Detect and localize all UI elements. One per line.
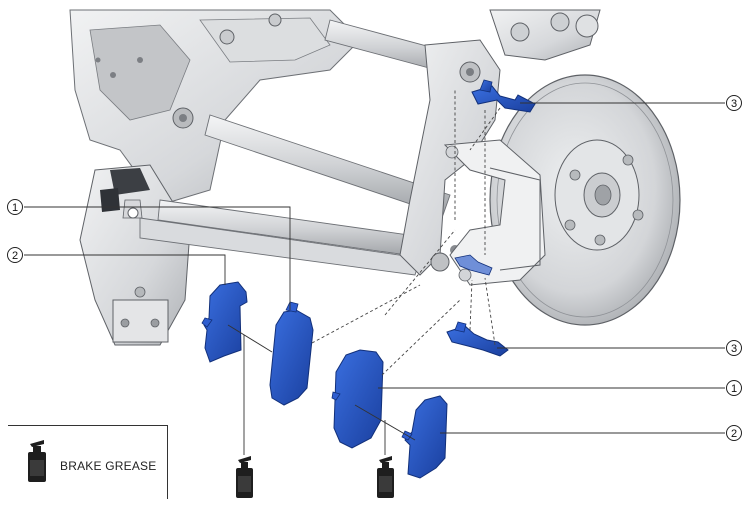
callout-2-left: 2 — [12, 250, 18, 262]
brake-pad-icon — [269, 301, 314, 406]
grease-can-icon — [236, 456, 253, 498]
callout-circles — [7, 95, 742, 441]
clip-icon — [471, 79, 536, 113]
legend-label: BRAKE GREASE — [60, 459, 157, 473]
brake-pad-right — [331, 349, 384, 449]
subframe-upper — [69, 9, 361, 206]
callout-numbers: 1 2 3 3 1 2 — [12, 98, 737, 440]
clip-lower-loose — [446, 321, 509, 357]
caliper-bracket — [443, 139, 546, 286]
lateral-link-lower — [139, 199, 431, 276]
shim-icon — [201, 281, 248, 363]
grease-can-right — [377, 456, 394, 498]
legend-grease-can — [28, 440, 46, 482]
legend-frame — [8, 425, 168, 499]
shim-right — [401, 395, 448, 479]
upper-arm-bushing — [489, 9, 601, 61]
callout-3-mid: 3 — [731, 343, 737, 355]
callout-2-right: 2 — [731, 428, 737, 440]
callout-1-left: 1 — [12, 202, 18, 214]
callout-1-right: 1 — [731, 383, 737, 395]
installed-lower-clip — [454, 254, 493, 276]
assembly-guide-lines — [311, 90, 501, 376]
callout-3-top: 3 — [731, 98, 737, 110]
leader-lines — [24, 102, 725, 455]
